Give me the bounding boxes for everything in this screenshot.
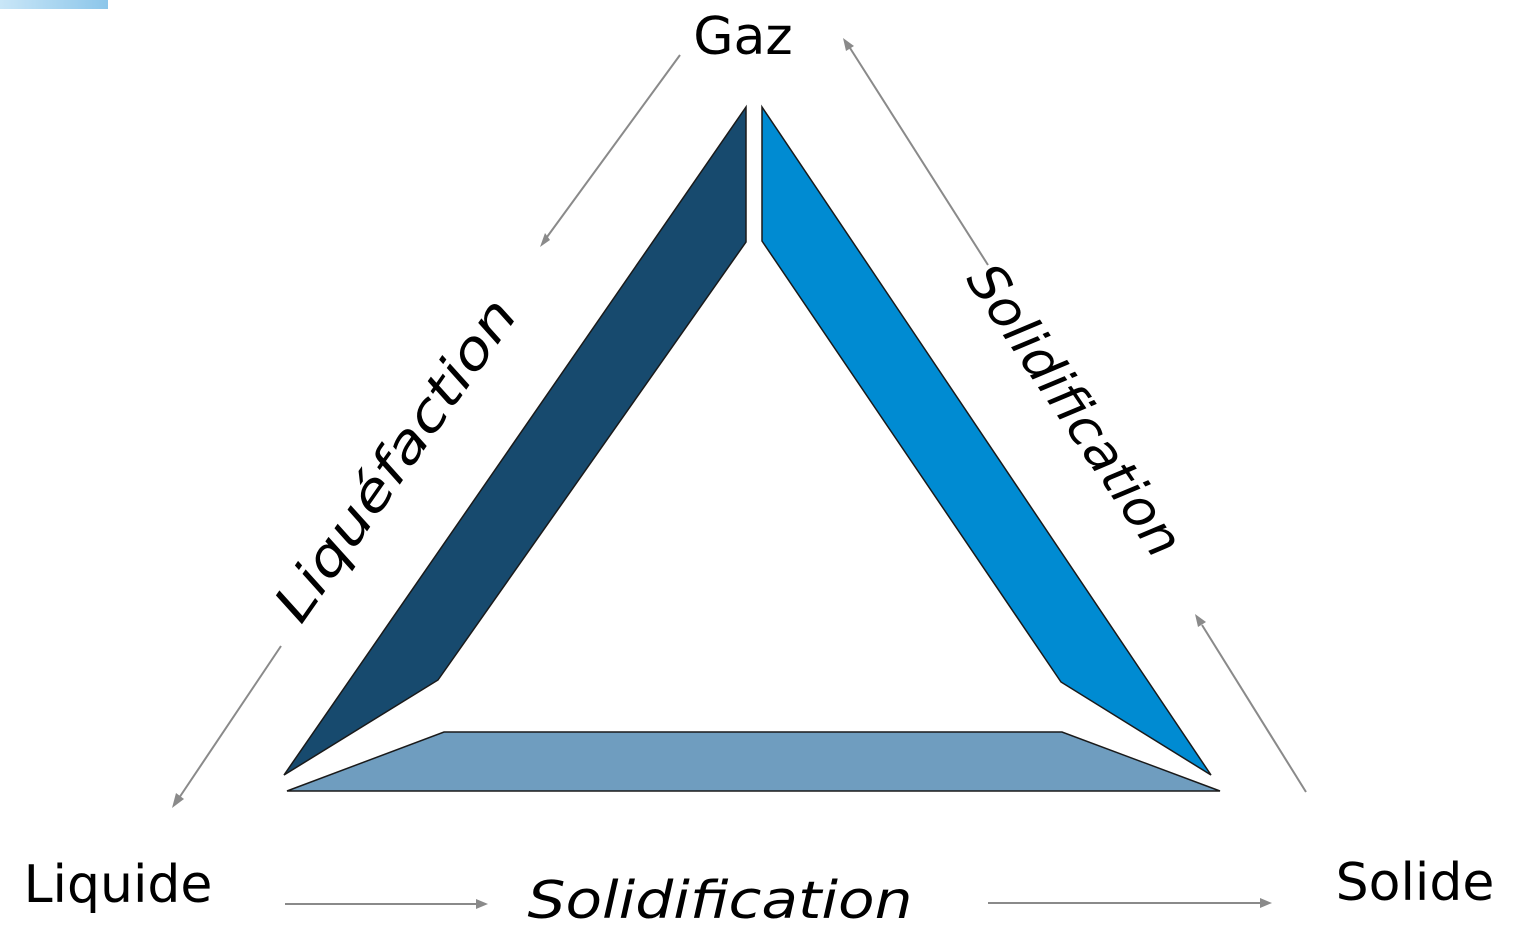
state-label-liquide: Liquide: [24, 855, 213, 915]
state-label-gaz: Gaz: [693, 7, 792, 67]
arrow-gaz-to-liquefaction: [540, 54, 681, 247]
solidification-band-bottom: [286, 731, 1221, 792]
arrow-solide-to-solidification: [1195, 614, 1307, 793]
state-label-solide: Solide: [1336, 853, 1495, 913]
solidification-band-right: [761, 104, 1212, 776]
arrow-solidification-to-gaz: [843, 38, 989, 266]
transition-label-solidification-bottom: Solidification: [528, 871, 913, 931]
arrow-liquide-to-solidification: [285, 899, 488, 909]
arrow-liquefaction-to-liquide: [172, 645, 282, 808]
corner-decoration: [0, 0, 108, 9]
liquefaction-band: [283, 104, 747, 776]
arrow-solidification-to-solide: [988, 898, 1272, 908]
